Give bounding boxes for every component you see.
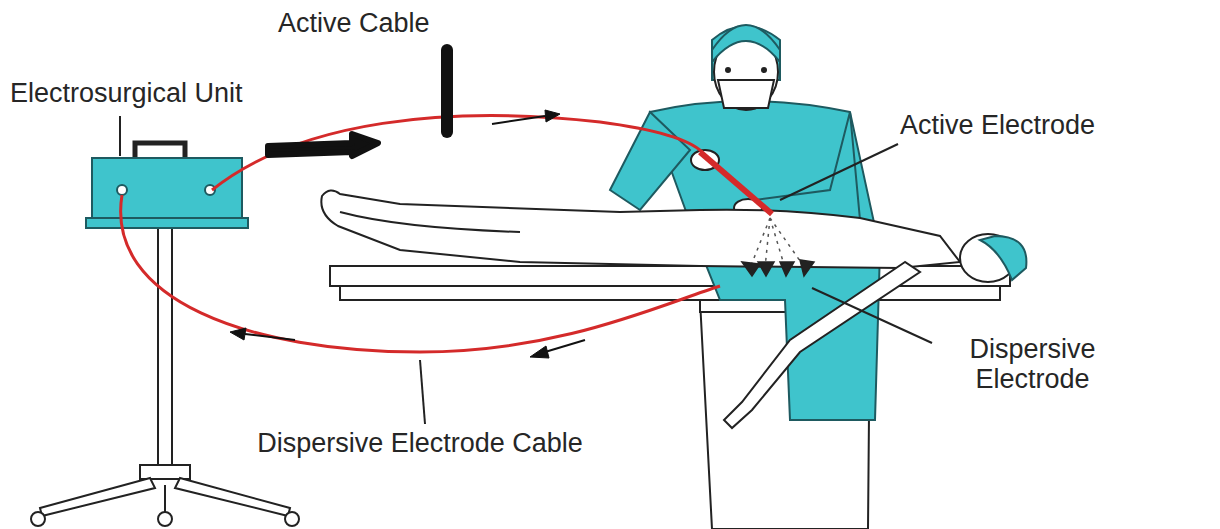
current-path-part [750, 218, 805, 268]
current-path-part [800, 260, 814, 276]
electrode-label: Dispersive Electrode [925, 334, 1140, 394]
esu-stand-part [140, 465, 190, 479]
leader-lines-part [420, 360, 425, 424]
pointer-arrows-part [268, 134, 378, 156]
pointer-arrows-part [545, 110, 560, 122]
pointer-arrows-part [545, 340, 585, 352]
esu-box-part [86, 218, 248, 228]
cables-part [212, 116, 702, 190]
esu-stand-part [40, 478, 155, 516]
patient [321, 190, 1026, 428]
patient-part [321, 190, 960, 268]
cable-label: Active Cable [278, 8, 538, 38]
unit-label: Electrosurgical Unit [10, 78, 390, 108]
cables [121, 116, 772, 352]
surgeon-part [755, 112, 860, 220]
pointer-arrows-part [245, 334, 295, 340]
pointer-arrows-part [492, 116, 545, 124]
current-path-part [758, 262, 774, 276]
esu-stand [31, 225, 299, 526]
cables-part [121, 195, 720, 352]
pointer-arrows-part [230, 328, 246, 340]
operating-table [330, 266, 1010, 529]
current-path-part [780, 262, 794, 276]
esu-stand-part [31, 512, 45, 526]
esu-box [86, 143, 248, 228]
esu-box-part [92, 158, 242, 220]
surgeon-part [712, 25, 780, 62]
pointer-arrows-part [530, 346, 549, 358]
current-path-part [742, 262, 760, 276]
leader-lines-part [812, 288, 932, 343]
esu-stand-part [158, 512, 172, 526]
patient-part [724, 262, 920, 428]
surgeon-part [718, 80, 774, 108]
esu-box-part [117, 185, 127, 195]
patient-part [980, 236, 1026, 280]
operating-table-part [340, 286, 1000, 300]
leader-lines-part [780, 144, 898, 200]
leader-lines [420, 144, 932, 424]
cables-part [700, 152, 772, 214]
esu-stand-part [164, 485, 166, 512]
leader-line [119, 116, 121, 156]
surgeon-part [725, 67, 731, 73]
pointer-arrows-part [441, 50, 453, 132]
patient-part [340, 212, 520, 232]
surgeon-part [761, 67, 767, 73]
esu-stand-part [158, 225, 172, 475]
current-path [742, 218, 814, 276]
esu-stand-part [285, 512, 299, 526]
esu-stand-part [175, 478, 290, 516]
pointer-arrows [230, 50, 585, 358]
electrode-label: Active Electrode [900, 110, 1205, 140]
cable-label: Dispersive Electrode Cable [230, 428, 610, 458]
